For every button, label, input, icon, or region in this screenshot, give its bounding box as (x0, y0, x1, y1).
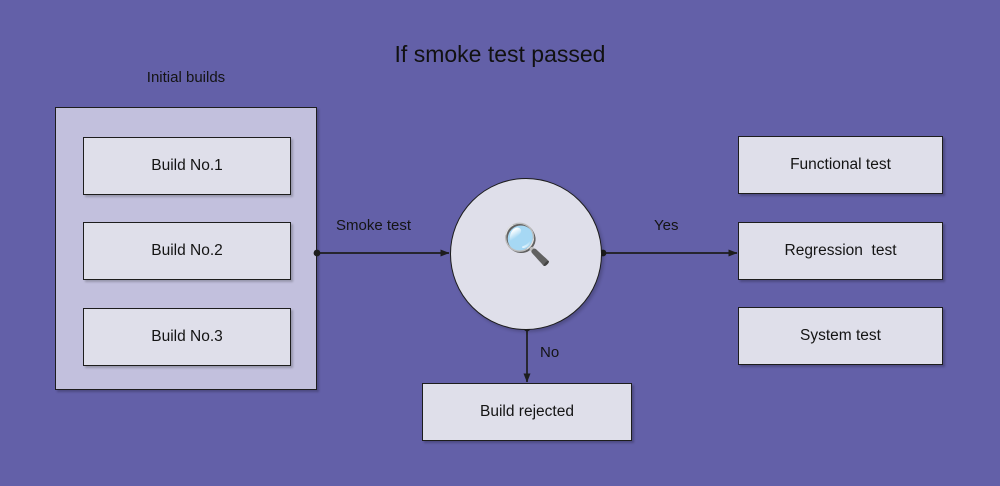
edge-no (523, 324, 531, 383)
build-box-3[interactable]: Build No.3 (83, 308, 291, 366)
regression-test-box[interactable]: Regression test (738, 222, 943, 280)
initial-builds-label: Initial builds (146, 69, 226, 86)
build-box-1[interactable]: Build No.1 (83, 137, 291, 195)
magnifier-icon: 🔍 (502, 223, 552, 267)
system-test-box[interactable]: System test (738, 307, 943, 365)
initial-builds-container: Build No.1 Build No.2 Build No.3 (55, 107, 317, 390)
build-rejected-box[interactable]: Build rejected (422, 383, 632, 441)
page-title: If smoke test passed (394, 41, 606, 67)
functional-test-box[interactable]: Functional test (738, 136, 943, 194)
edge-label-no: No (540, 344, 560, 361)
build-box-2[interactable]: Build No.2 (83, 222, 291, 280)
edge-label-yes: Yes (654, 217, 679, 234)
edge-yes (599, 249, 738, 257)
decision-node[interactable] (450, 178, 602, 330)
edge-label-smoke-test: Smoke test (336, 217, 412, 234)
edge-smoke-test (313, 249, 450, 257)
